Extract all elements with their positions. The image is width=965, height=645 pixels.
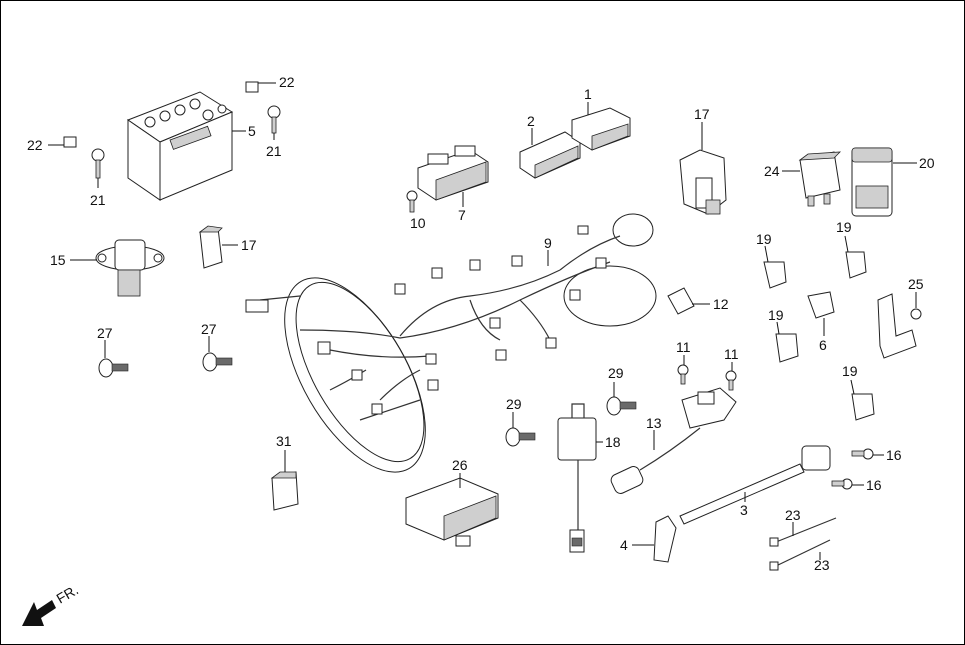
- screw-part: [98, 352, 233, 378]
- cable-tie-part: [769, 517, 837, 571]
- callout-5: 5: [248, 123, 256, 139]
- callout-21b: 21: [90, 192, 106, 208]
- callout-12: 12: [713, 296, 729, 312]
- callout-16a: 16: [886, 447, 902, 463]
- nut-part: [63, 81, 259, 148]
- regulator-part: [417, 145, 489, 201]
- callout-27b: 27: [201, 321, 217, 337]
- callout-18: 18: [605, 434, 621, 450]
- bolt-part: [406, 190, 418, 213]
- relay-small-part: [198, 225, 223, 269]
- callout-7: 7: [458, 207, 466, 223]
- callout-17a: 17: [694, 106, 710, 122]
- screw-part: [505, 396, 637, 447]
- callout-20: 20: [919, 155, 935, 171]
- fuse-part: [763, 251, 875, 421]
- speed-sensor-part: [610, 387, 737, 494]
- bolt-part: [677, 364, 737, 391]
- callout-3: 3: [740, 502, 748, 518]
- callout-6: 6: [819, 337, 827, 353]
- callout-11a: 11: [676, 339, 691, 355]
- module-part: [571, 107, 631, 151]
- callout-24: 24: [764, 163, 780, 179]
- callout-10: 10: [410, 215, 426, 231]
- callout-17b: 17: [241, 237, 257, 253]
- callout-23b: 23: [814, 557, 830, 573]
- relay-part: [798, 151, 842, 207]
- battery-part: [126, 91, 234, 201]
- callout-21a: 21: [266, 143, 282, 159]
- callout-19b: 19: [836, 219, 852, 235]
- callout-1: 1: [584, 86, 592, 102]
- callout-22a: 22: [279, 74, 295, 90]
- relay-part: [851, 147, 893, 217]
- callout-4: 4: [620, 537, 628, 553]
- callout-26: 26: [452, 457, 468, 473]
- callout-19a: 19: [756, 231, 772, 247]
- sensor-part: [95, 239, 165, 297]
- forward-arrow-icon: [22, 600, 56, 626]
- clip-part: [270, 471, 299, 511]
- regulator-part: [405, 477, 499, 547]
- wire-harness-part: [245, 213, 657, 473]
- bracket-part: [877, 293, 922, 359]
- callout-29b: 29: [506, 396, 522, 412]
- gear-sensor-part: [679, 445, 831, 525]
- callout-31: 31: [276, 433, 292, 449]
- callout-16b: 16: [866, 477, 882, 493]
- relay-part: [679, 149, 727, 215]
- callout-23a: 23: [785, 507, 801, 523]
- callout-19c: 19: [768, 307, 784, 323]
- callout-15: 15: [50, 252, 66, 268]
- callout-25: 25: [908, 276, 924, 292]
- callout-13: 13: [646, 415, 662, 431]
- callout-11b: 11: [724, 346, 739, 362]
- fuse-part: [807, 291, 835, 319]
- callout-22b: 22: [27, 137, 43, 153]
- callout-9: 9: [544, 235, 552, 251]
- callout-29a: 29: [608, 365, 624, 381]
- cap-part: [667, 287, 695, 315]
- bolt-part: [831, 448, 874, 490]
- callout-19d: 19: [842, 363, 858, 379]
- direction-label: FR.: [54, 581, 82, 606]
- plug-cap-part: [653, 515, 677, 563]
- cdi-part: [519, 131, 581, 179]
- module-part: [557, 403, 597, 553]
- callout-2: 2: [527, 113, 535, 129]
- callout-27a: 27: [97, 325, 113, 341]
